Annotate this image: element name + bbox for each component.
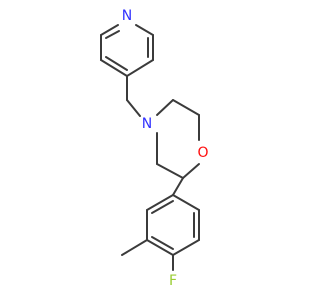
bond [126,59,154,77]
pyridine-ring [100,24,154,77]
bond [126,99,141,117]
atom-label-morpholine-n: N [139,116,155,132]
bond [100,59,128,77]
bond [172,194,200,211]
bond [146,194,174,211]
methyl-bond [121,239,148,256]
bond [172,99,200,116]
bond [182,163,200,179]
atom-label-morpholine-o: O [195,145,211,161]
fluoro-methyl-phenyl-ring [146,194,200,256]
bond [100,24,119,36]
bond [172,177,184,196]
bond [105,30,120,39]
atom-label-fluorine: F [165,273,181,289]
molecule-structure-diagram: N N O F [100,8,211,289]
methylene-linker [126,75,141,117]
morpholine-nitrogen-label: N [142,116,152,132]
pyridine-nitrogen-label: N [122,8,132,24]
bond [146,239,174,256]
morpholine-ring [156,99,200,179]
bond [105,56,128,71]
bond [156,99,174,116]
morpholine-oxygen-label: O [197,145,208,161]
bond [172,239,200,256]
bond [151,200,174,214]
bond [156,163,184,179]
bond [135,24,154,36]
fluorine-label: F [169,273,177,289]
bond [151,236,174,250]
atom-label-pyridine-n: N [119,8,135,24]
